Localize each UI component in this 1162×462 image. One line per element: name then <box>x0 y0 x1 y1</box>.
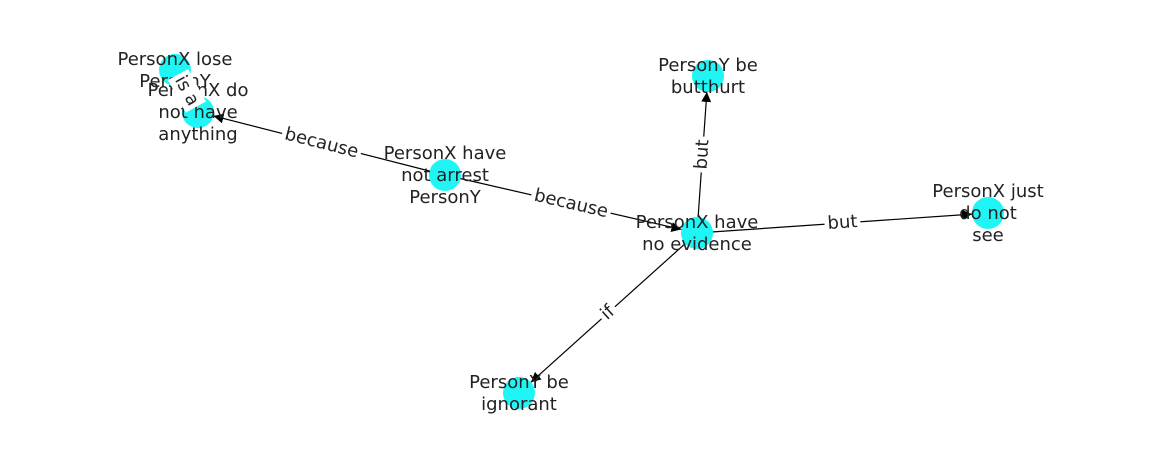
node-label-line: PersonX just <box>932 181 1043 202</box>
edge-label-group: if <box>593 297 623 327</box>
edge-label: because <box>532 185 610 222</box>
node-n_evidence[interactable] <box>681 217 713 249</box>
edge-label-background <box>279 121 364 165</box>
node-label-line: PersonX have <box>384 143 507 164</box>
edge-label-group: but <box>823 209 862 236</box>
node-label-line: no evidence <box>642 234 752 255</box>
node-n_ignorant[interactable] <box>503 377 535 409</box>
node-label-line: PersonX have <box>636 212 759 233</box>
edge-label: but <box>827 211 858 234</box>
node-n_arrest[interactable] <box>429 159 461 191</box>
node-label-line: PersonY be <box>658 55 758 76</box>
node-label-line: not have <box>158 102 237 123</box>
node-label-line: ignorant <box>481 394 557 415</box>
node-label-line: see <box>972 225 1004 246</box>
node-n_butthurt[interactable] <box>692 60 724 92</box>
edge-label-group: because <box>279 121 364 165</box>
edge-label: but <box>690 139 713 170</box>
node-label-line: do not <box>959 203 1017 224</box>
node-label-line: PersonX lose <box>117 49 232 70</box>
edge-label-background <box>823 209 862 236</box>
node-label-line: butthurt <box>671 77 745 98</box>
edge-label-background <box>167 68 206 113</box>
node-label-line: not arrest <box>401 165 489 186</box>
node-n_see[interactable] <box>972 197 1004 229</box>
edge-label-group: because <box>528 183 614 224</box>
node-label-line: anything <box>158 124 237 145</box>
nodes-layer <box>159 54 1004 409</box>
edge-label-group: but <box>689 135 715 174</box>
edge-label: because <box>283 124 361 163</box>
node-label-line: PersonY <box>409 187 481 208</box>
edge-label-background <box>689 135 715 174</box>
node-label-line: PersonY be <box>469 372 569 393</box>
edge-label-background <box>593 297 623 327</box>
edge-label-background <box>528 183 614 224</box>
